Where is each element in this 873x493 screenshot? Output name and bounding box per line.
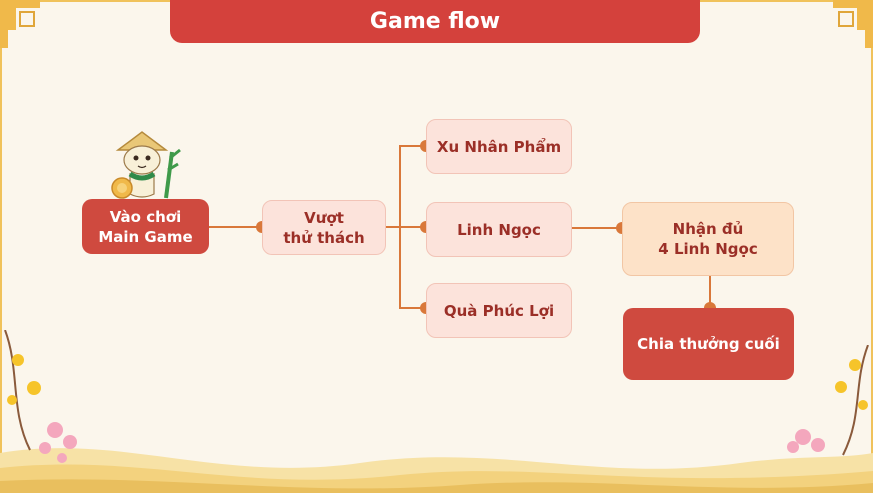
- qua-phuc-loi-node[interactable]: Quà Phúc Lợi: [426, 283, 572, 338]
- gold-corner-ornament-icon: [833, 0, 873, 48]
- mascot-snake-icon: [111, 131, 181, 199]
- apricot-blossom-icon: [4, 330, 77, 463]
- start-node[interactable]: Vào chơi Main Game: [82, 199, 209, 254]
- linh-ngoc-node[interactable]: Linh Ngọc: [426, 202, 572, 257]
- nhan-du-linh-ngoc-node[interactable]: Nhận đủ 4 Linh Ngọc: [622, 202, 794, 276]
- chia-thuong-cuoi-node[interactable]: Chia thưởng cuối: [623, 308, 794, 380]
- challenge-node[interactable]: Vượt thử thách: [262, 200, 386, 255]
- bottom-wave-decoration: [0, 448, 873, 493]
- xu-nhan-pham-node[interactable]: Xu Nhân Phẩm: [426, 119, 572, 174]
- page-title: Game flow: [170, 0, 700, 43]
- gold-corner-ornament-icon: [0, 0, 40, 48]
- cherry-blossom-icon: [787, 345, 869, 456]
